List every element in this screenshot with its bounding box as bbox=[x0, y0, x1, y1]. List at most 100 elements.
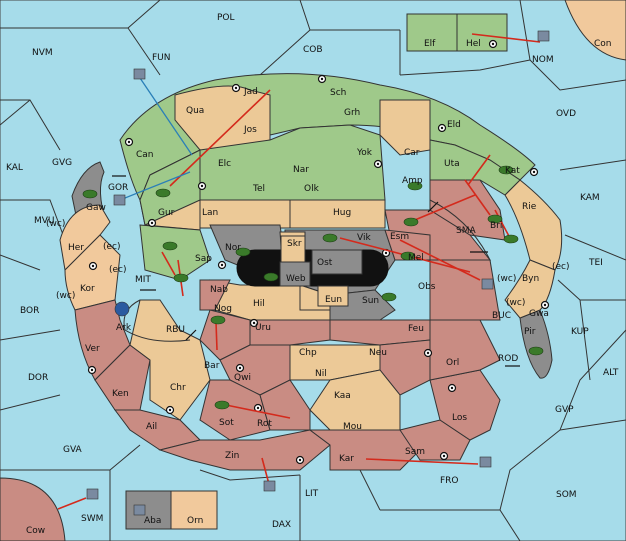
svg-text:GOR: GOR bbox=[108, 183, 128, 193]
svg-text:(wc): (wc) bbox=[506, 298, 525, 308]
region-orn[interactable] bbox=[170, 490, 218, 530]
channel-mit bbox=[123, 299, 191, 342]
region-eun[interactable] bbox=[317, 285, 349, 307]
region-hel[interactable] bbox=[456, 13, 508, 52]
svg-text:Byn: Byn bbox=[522, 274, 539, 284]
svg-text:Web: Web bbox=[286, 274, 306, 284]
svg-text:Sun: Sun bbox=[362, 296, 379, 306]
svg-text:Orn: Orn bbox=[187, 516, 203, 526]
svg-text:ROD: ROD bbox=[498, 354, 518, 364]
order-arrows bbox=[57, 33, 541, 510]
svg-text:Ost: Ost bbox=[317, 258, 333, 268]
svg-text:Olk: Olk bbox=[304, 184, 320, 194]
svg-text:Gwa: Gwa bbox=[529, 309, 549, 319]
svg-text:Esm: Esm bbox=[390, 232, 409, 242]
svg-text:Kar: Kar bbox=[339, 454, 354, 464]
svg-text:(ec): (ec) bbox=[103, 242, 121, 252]
svg-text:Elf: Elf bbox=[424, 39, 436, 49]
svg-text:Feu: Feu bbox=[408, 324, 424, 334]
svg-text:Amp: Amp bbox=[402, 176, 423, 186]
region-pir[interactable] bbox=[519, 309, 553, 379]
support-lines bbox=[119, 77, 193, 201]
svg-text:NOM: NOM bbox=[532, 55, 554, 65]
svg-text:DAX: DAX bbox=[272, 520, 291, 530]
svg-text:Ail: Ail bbox=[146, 422, 157, 432]
svg-text:GVP: GVP bbox=[555, 405, 574, 415]
svg-text:SMA: SMA bbox=[456, 226, 476, 236]
svg-text:Yok: Yok bbox=[356, 148, 373, 158]
svg-text:Chr: Chr bbox=[170, 383, 186, 393]
svg-text:SWM: SWM bbox=[81, 514, 103, 524]
svg-text:TEI: TEI bbox=[588, 258, 603, 268]
army-markers bbox=[82, 165, 544, 410]
svg-text:Orl: Orl bbox=[446, 358, 459, 368]
svg-text:Kaa: Kaa bbox=[334, 391, 351, 401]
svg-text:Nab: Nab bbox=[210, 285, 228, 295]
svg-text:Hel: Hel bbox=[466, 39, 481, 49]
svg-text:Can: Can bbox=[136, 150, 154, 160]
svg-text:OVD: OVD bbox=[556, 109, 576, 119]
svg-text:BOR: BOR bbox=[20, 306, 39, 316]
svg-text:FUN: FUN bbox=[152, 53, 171, 63]
fleet-markers bbox=[86, 30, 550, 516]
svg-text:Los: Los bbox=[452, 413, 467, 423]
svg-text:SOM: SOM bbox=[556, 490, 577, 500]
svg-text:(wc): (wc) bbox=[497, 274, 516, 284]
svg-text:Ark: Ark bbox=[116, 323, 132, 333]
svg-text:NVM: NVM bbox=[32, 48, 53, 58]
svg-text:Vik: Vik bbox=[357, 233, 371, 243]
svg-text:KAL: KAL bbox=[6, 163, 23, 173]
passage-markers bbox=[112, 175, 520, 367]
svg-text:KUP: KUP bbox=[571, 327, 589, 337]
svg-text:Uru: Uru bbox=[255, 323, 271, 333]
svg-text:Jos: Jos bbox=[243, 125, 257, 135]
svg-text:LIT: LIT bbox=[305, 489, 319, 499]
svg-text:Sap: Sap bbox=[195, 254, 212, 264]
svg-text:Hug: Hug bbox=[333, 208, 351, 218]
svg-text:Cow: Cow bbox=[26, 526, 45, 536]
svg-text:Nog: Nog bbox=[214, 304, 232, 314]
svg-text:GVA: GVA bbox=[63, 445, 83, 455]
svg-text:Jad: Jad bbox=[243, 87, 258, 97]
supply-centers bbox=[87, 39, 550, 465]
svg-text:Bar: Bar bbox=[204, 361, 220, 371]
svg-text:COB: COB bbox=[303, 45, 323, 55]
svg-text:Uta: Uta bbox=[444, 159, 460, 169]
svg-text:Ver: Ver bbox=[85, 344, 100, 354]
svg-text:Con: Con bbox=[594, 39, 612, 49]
svg-text:Obs: Obs bbox=[418, 282, 436, 292]
svg-text:Chp: Chp bbox=[299, 348, 317, 358]
region-aba[interactable] bbox=[125, 490, 172, 530]
svg-text:Her: Her bbox=[68, 243, 84, 253]
svg-text:Ken: Ken bbox=[112, 389, 129, 399]
svg-text:Zin: Zin bbox=[225, 451, 239, 461]
svg-text:Eun: Eun bbox=[325, 295, 342, 305]
svg-text:Rot: Rot bbox=[257, 419, 272, 429]
svg-text:POL: POL bbox=[217, 13, 235, 23]
svg-text:BUC: BUC bbox=[492, 311, 511, 321]
svg-text:Gur: Gur bbox=[158, 208, 175, 218]
svg-text:Elc: Elc bbox=[218, 159, 231, 169]
region-web[interactable] bbox=[279, 261, 311, 287]
svg-text:Kor: Kor bbox=[80, 284, 95, 294]
svg-text:Sch: Sch bbox=[330, 88, 346, 98]
land-labels: Elf Hel Jad Sch Qua Jos Grh Eld Can Elc … bbox=[68, 39, 549, 526]
svg-text:Qua: Qua bbox=[186, 106, 204, 116]
svg-text:Car: Car bbox=[404, 148, 420, 158]
region-ost[interactable] bbox=[311, 249, 363, 275]
svg-text:Kat: Kat bbox=[505, 166, 520, 176]
svg-text:Bri: Bri bbox=[490, 221, 502, 231]
svg-text:ALT: ALT bbox=[603, 368, 619, 378]
svg-text:Hil: Hil bbox=[253, 299, 265, 309]
svg-text:Tel: Tel bbox=[252, 184, 265, 194]
svg-text:Qwi: Qwi bbox=[234, 373, 251, 383]
svg-text:MVU: MVU bbox=[34, 216, 55, 226]
svg-text:Rie: Rie bbox=[522, 202, 537, 212]
svg-text:Sam: Sam bbox=[405, 447, 425, 457]
svg-text:Nar: Nar bbox=[293, 165, 309, 175]
svg-text:FRO: FRO bbox=[440, 476, 459, 486]
svg-text:GVG: GVG bbox=[52, 158, 72, 168]
svg-text:Skr: Skr bbox=[287, 239, 302, 249]
